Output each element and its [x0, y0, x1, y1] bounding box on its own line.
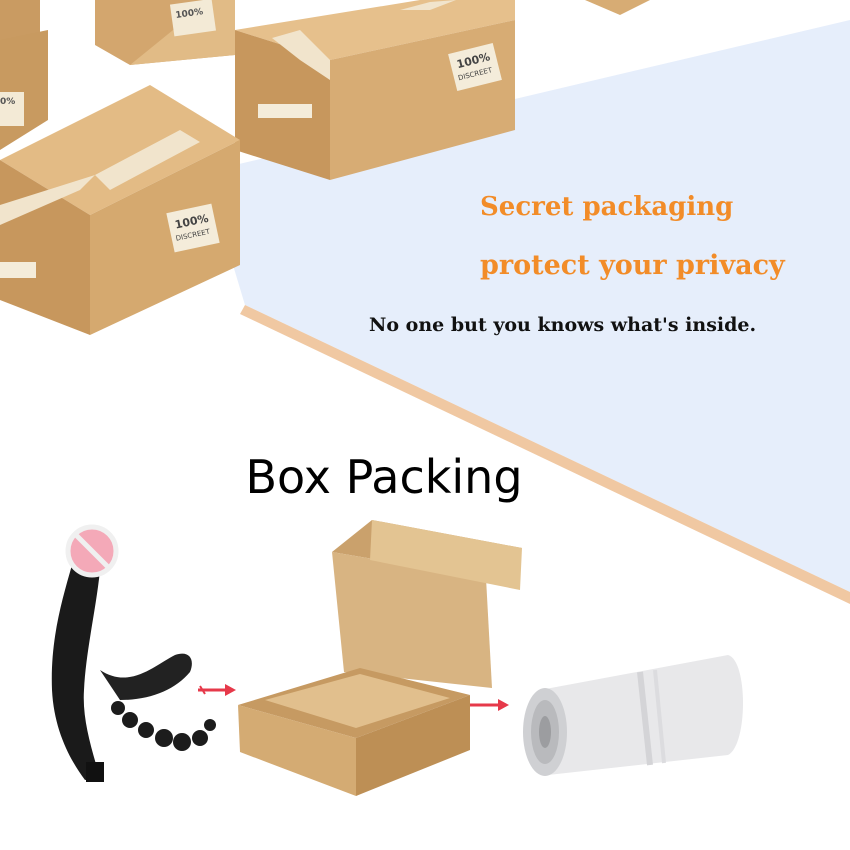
- arrow-right-icon: [470, 699, 509, 711]
- arrow-right-icon: [198, 684, 236, 696]
- cardboard-box-top-center: 100%: [95, 0, 235, 65]
- product-silhouette: [51, 565, 216, 782]
- cardboard-box-left-mid: 0%: [0, 30, 48, 150]
- svg-text:0%: 0%: [0, 97, 15, 107]
- headline-protect-privacy: protect your privacy: [480, 250, 785, 281]
- section-title-box-packing: Box Packing: [245, 450, 523, 504]
- svg-text:100%: 100%: [175, 7, 204, 21]
- poly-mailer-roll: [523, 655, 743, 776]
- cardboard-box-large: 100% DISCREET: [235, 0, 515, 180]
- cardboard-box-top-right: [585, 0, 650, 15]
- prohibited-icon: [65, 524, 119, 578]
- headline-secret-packaging: Secret packaging: [480, 192, 734, 222]
- cardboard-box-main: 100% DISCREET: [0, 85, 240, 335]
- open-mailer-box: [238, 520, 522, 796]
- headline-no-one-knows: No one but you knows what's inside.: [369, 314, 757, 336]
